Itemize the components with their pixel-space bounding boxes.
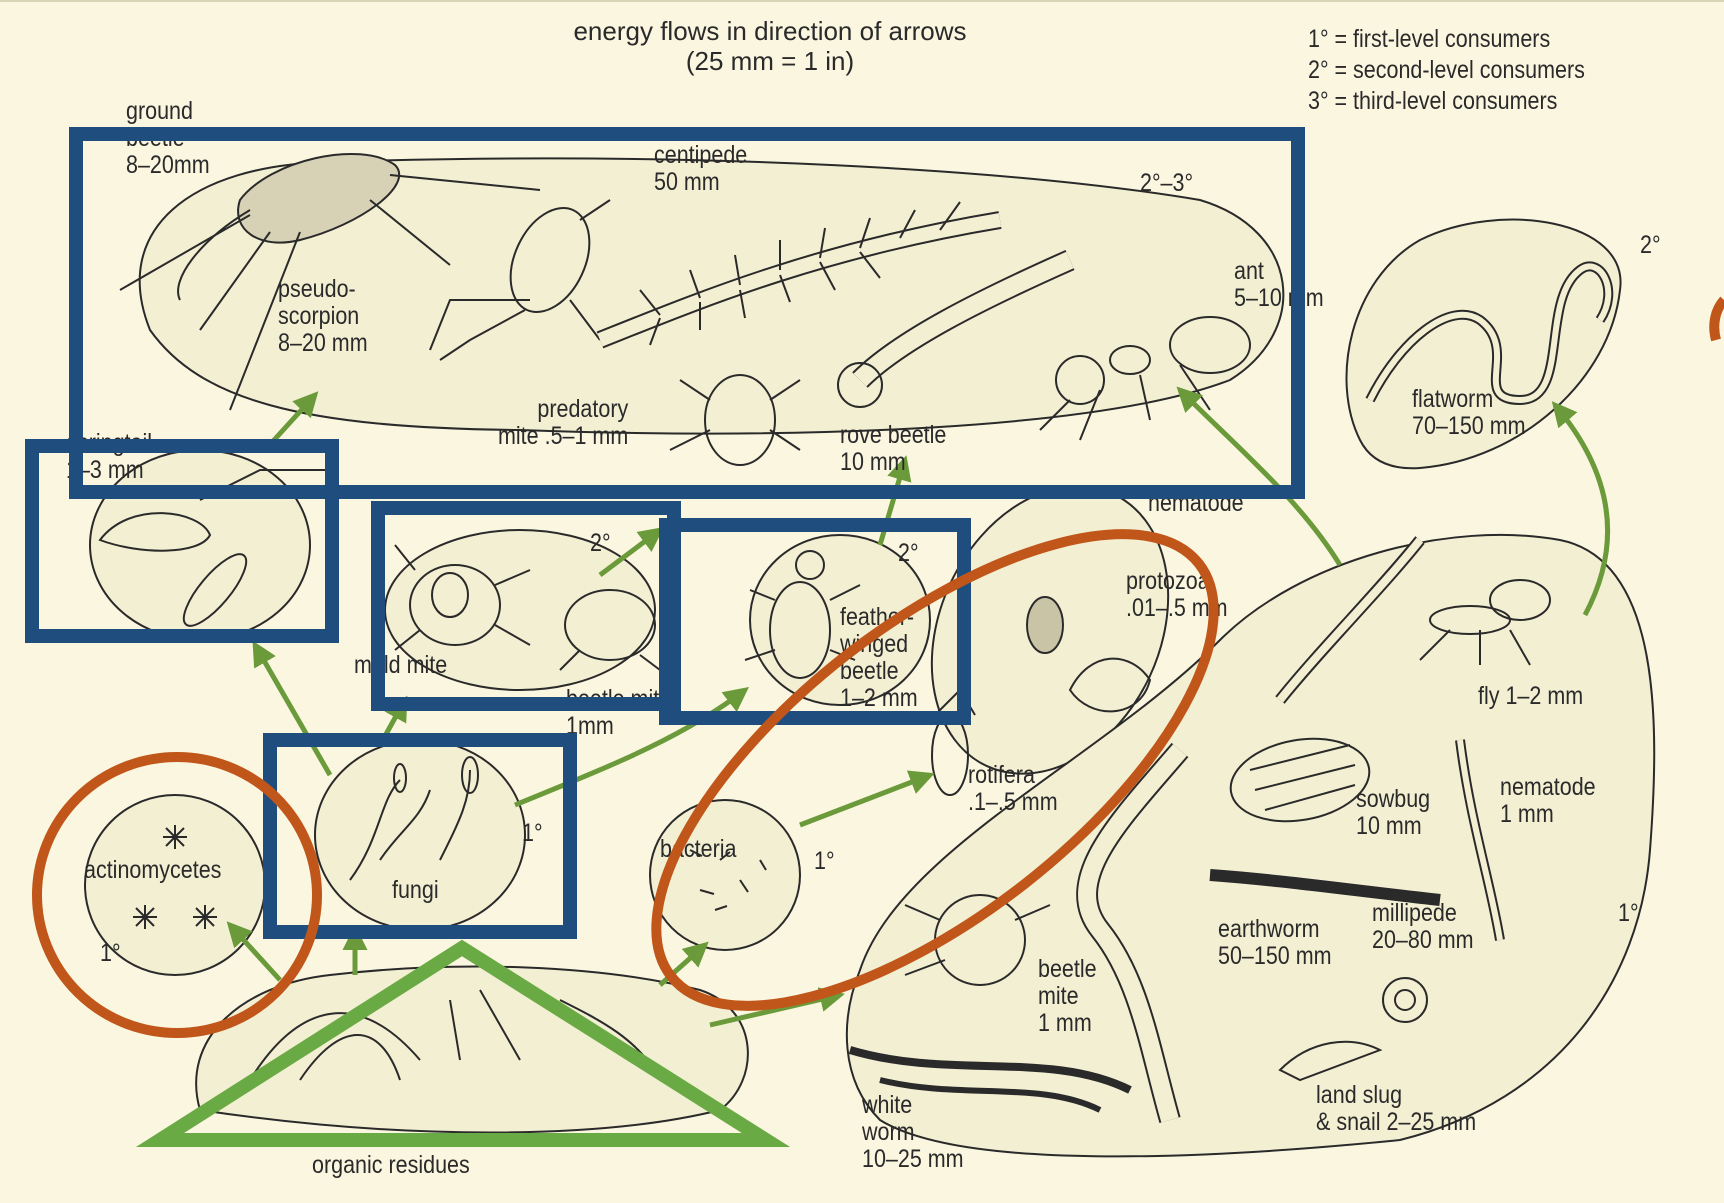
annotation-oval-protozoa-bacteria [582,449,1289,1090]
annotation-box-featherwing [666,525,964,718]
annotation-arc-right-edge [1714,300,1724,340]
annotation-box-predators [76,134,1298,492]
annotation-box-mold-mite [378,508,674,704]
